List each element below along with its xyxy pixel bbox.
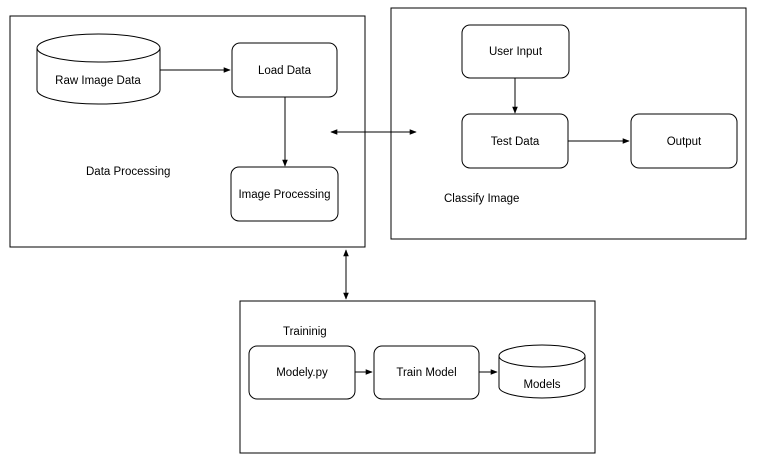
models-label: Models <box>523 379 560 391</box>
raw-image-data-label: Raw Image Data <box>55 75 141 87</box>
output-box <box>630 113 738 169</box>
load-data-box <box>231 42 338 98</box>
train-model-box <box>373 345 480 400</box>
test-data-label: Test Data <box>491 136 540 148</box>
raw-image-data-node: Raw Image Data <box>36 33 161 105</box>
output-label: Output <box>667 136 702 148</box>
train-model-node: Train Model <box>373 345 480 400</box>
models-cylinder-rim <box>498 355 586 368</box>
data-processing-label: Data Processing <box>86 166 170 178</box>
raw-image-data-cylinder-rim <box>36 47 161 63</box>
load-data-node: Load Data <box>231 42 338 98</box>
user-input-box <box>461 24 570 79</box>
image-processing-node: Image Processing <box>230 166 339 222</box>
modely-py-label: Modely.py <box>276 367 328 379</box>
train-model-label: Train Model <box>396 367 456 379</box>
modely-py-box <box>248 345 356 400</box>
classify-image-label: Classify Image <box>444 193 519 205</box>
test-data-box <box>461 113 569 169</box>
image-processing-label: Image Processing <box>238 189 330 201</box>
training-label: Traininig <box>283 326 327 338</box>
output-node: Output <box>630 113 738 169</box>
test-data-node: Test Data <box>461 113 569 169</box>
load-data-label: Load Data <box>258 65 312 77</box>
raw-image-data-cylinder <box>36 33 161 105</box>
models-node: Models <box>498 344 586 399</box>
user-input-node: User Input <box>461 24 570 79</box>
image-processing-box <box>230 166 339 222</box>
modely-py-node: Modely.py <box>248 345 356 400</box>
user-input-label: User Input <box>489 46 543 58</box>
models-cylinder <box>498 344 586 399</box>
